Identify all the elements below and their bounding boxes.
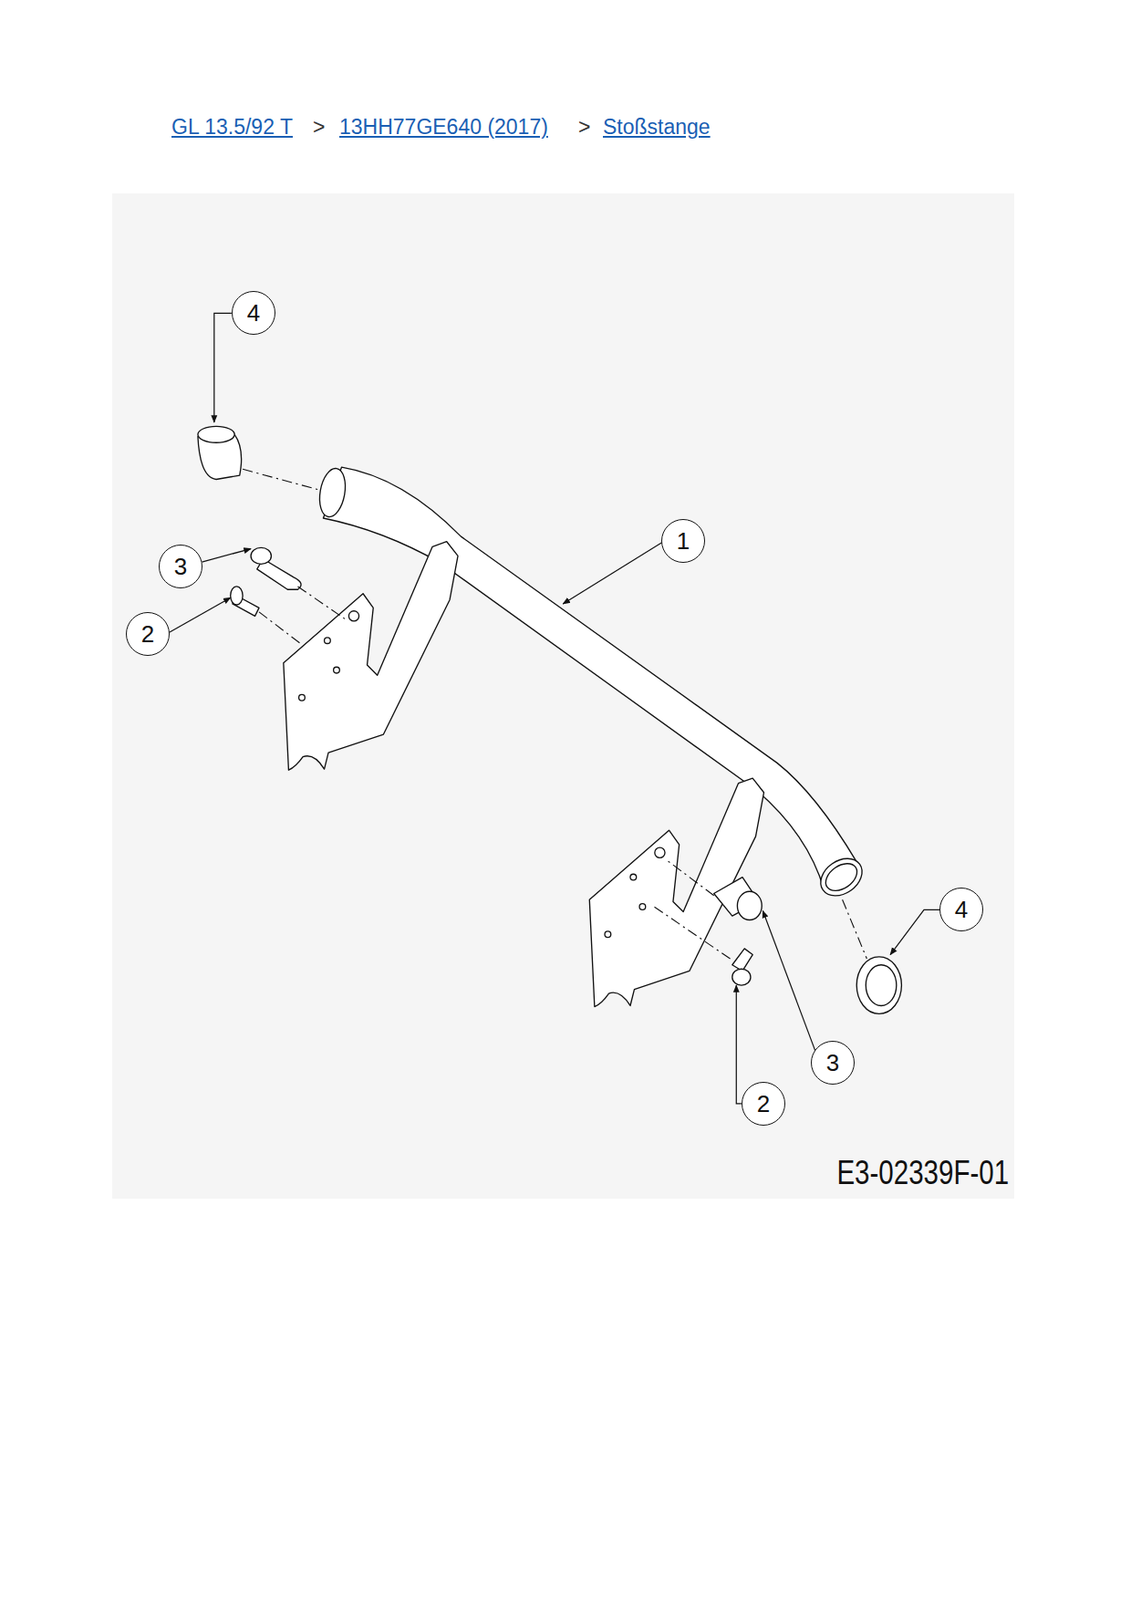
drawing-number: E3-02339F-01 — [836, 1152, 1009, 1193]
pin-ring — [250, 547, 271, 564]
callout-number: 1 — [676, 529, 690, 553]
callout-number: 4 — [954, 897, 968, 922]
callout-circle: 3 — [810, 1040, 855, 1085]
bolt — [732, 948, 753, 972]
bolt-head — [230, 586, 243, 605]
callout-number: 2 — [141, 622, 155, 646]
callout-circle: 4 — [939, 887, 984, 932]
callout-circle: 2 — [125, 612, 170, 656]
breadcrumb-separator: > — [312, 114, 325, 141]
tube-end — [813, 850, 870, 904]
breadcrumb-link: 13HH77GE640 (2017) — [339, 114, 549, 141]
bolt-head — [732, 968, 751, 986]
end-cap — [856, 956, 902, 1015]
tube-end — [820, 858, 862, 897]
drawing-ground — [112, 193, 1015, 1199]
tube-end — [316, 466, 350, 519]
callout-circle: 2 — [741, 1081, 786, 1126]
breadcrumb-separator: > — [578, 114, 591, 141]
callout-circle: 1 — [661, 518, 706, 563]
pin-ring — [736, 891, 762, 920]
callout-circle: 3 — [158, 544, 203, 589]
callout-number: 4 — [247, 300, 260, 325]
bracket-left — [283, 541, 458, 770]
callout-circle: 4 — [231, 290, 276, 335]
end-cap — [865, 964, 897, 1007]
breadcrumb-link: GL 13.5/92 T — [171, 114, 293, 141]
bracket-right — [589, 778, 764, 1007]
breadcrumb-link: Stoßstange — [602, 114, 711, 141]
end-cap — [197, 425, 235, 443]
callout-number: 2 — [757, 1091, 770, 1116]
callout-number: 3 — [174, 554, 187, 579]
callout-number: 3 — [826, 1050, 840, 1075]
